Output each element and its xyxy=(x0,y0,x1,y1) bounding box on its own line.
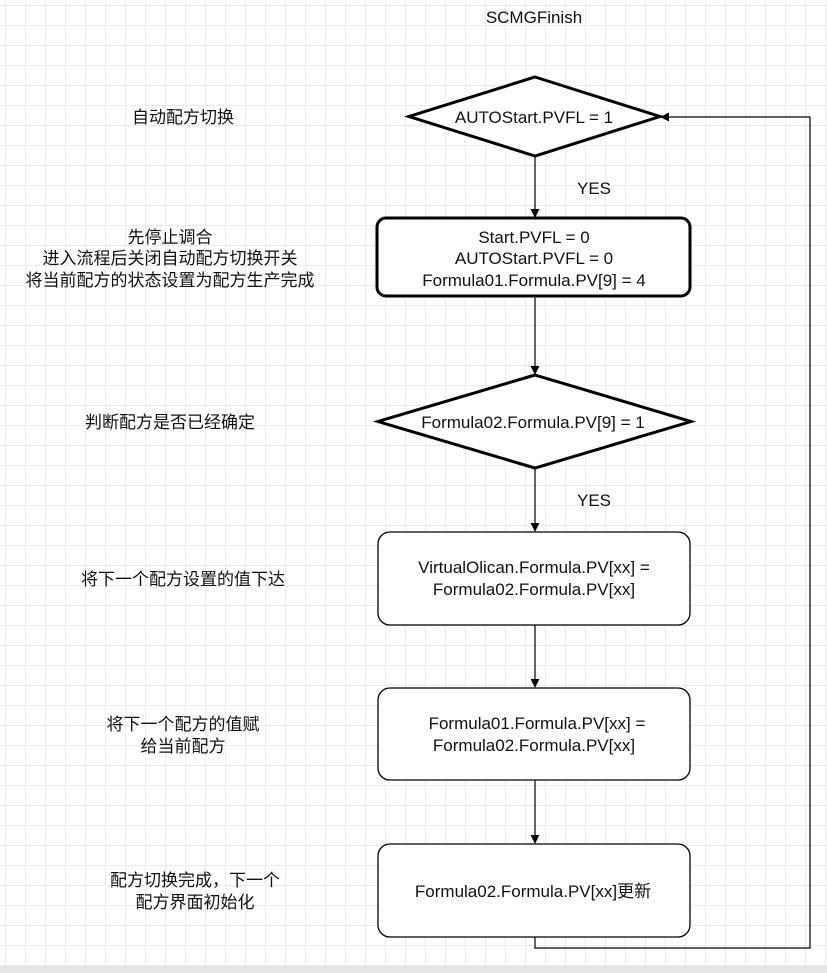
decision-node-autostart[interactable]: AUTOStart.PVFL = 1 xyxy=(403,75,665,158)
annotation-text: 给当前配方 xyxy=(141,737,226,756)
process-box-shape xyxy=(377,843,691,938)
annotation-text: 配方界面初始化 xyxy=(136,893,255,912)
annotation-text: 配方切换完成，下一个 xyxy=(110,871,280,890)
canvas-bottom-edge xyxy=(0,966,827,973)
annotation-issue-next: 将下一个配方设置的值下达 xyxy=(81,570,285,589)
node-label: VirtualOlican.Formula.PV[xx] = xyxy=(418,558,650,577)
annotation-text: 先停止调合 xyxy=(128,228,213,247)
node-label: Formula01.Formula.PV[9] = 4 xyxy=(422,271,645,290)
connectors xyxy=(530,112,811,949)
process-node-assign-current-formula[interactable]: Formula01.Formula.PV[xx] = Formula02.For… xyxy=(377,687,691,781)
annotation-switch-complete: 配方切换完成，下一个 配方界面初始化 xyxy=(110,871,280,912)
annotation-text: 将当前配方的状态设置为配方生产完成 xyxy=(26,271,315,290)
process-box-shape xyxy=(375,216,692,298)
annotation-auto-switch: 自动配方切换 xyxy=(132,108,234,127)
node-label: Start.PVFL = 0 xyxy=(478,228,589,247)
annotation-text: 将下一个配方的值赋 xyxy=(107,715,260,734)
node-label: Formula02.Formula.PV[xx] xyxy=(433,736,635,755)
annotation-text: 自动配方切换 xyxy=(132,108,234,127)
process-node-issue-next-formula[interactable]: VirtualOlican.Formula.PV[xx] = Formula02… xyxy=(377,531,691,626)
annotation-text: 进入流程后关闭自动配方切换开关 xyxy=(43,249,298,268)
decision-diamond-shape xyxy=(403,75,665,158)
annotation-check-formula: 判断配方是否已经确定 xyxy=(85,413,255,432)
connector-loop-n6-n1 xyxy=(534,112,811,949)
process-box-shape xyxy=(377,531,691,626)
node-label: Formula02.Formula.PV[xx] xyxy=(433,580,635,599)
edge-label-yes-2: YES xyxy=(577,491,611,510)
process-node-update-formula02[interactable]: Formula02.Formula.PV[xx]更新 xyxy=(377,843,691,938)
node-label: AUTOStart.PVFL = 1 xyxy=(455,108,613,127)
annotation-text: 将下一个配方设置的值下达 xyxy=(81,570,285,589)
node-label: Formula02.Formula.PV[xx]更新 xyxy=(415,882,651,901)
process-node-stop-blending[interactable]: Start.PVFL = 0 AUTOStart.PVFL = 0 Formul… xyxy=(375,216,692,298)
node-label: Formula01.Formula.PV[xx] = xyxy=(429,714,646,733)
annotation-stop-blending: 先停止调合 进入流程后关闭自动配方切换开关 将当前配方的状态设置为配方生产完成 xyxy=(26,228,315,290)
diagram-title: SCMGFinish xyxy=(486,8,582,27)
node-label: AUTOStart.PVFL = 0 xyxy=(455,249,613,268)
process-box-shape xyxy=(377,687,691,781)
annotation-assign-current: 将下一个配方的值赋 给当前配方 xyxy=(107,715,260,756)
node-label: Formula02.Formula.PV[9] = 1 xyxy=(421,413,644,432)
edge-label-yes-1: YES xyxy=(577,179,611,198)
decision-node-formula02-confirmed[interactable]: Formula02.Formula.PV[9] = 1 xyxy=(372,373,697,470)
annotation-text: 判断配方是否已经确定 xyxy=(85,413,255,432)
decision-diamond-shape xyxy=(372,373,697,470)
